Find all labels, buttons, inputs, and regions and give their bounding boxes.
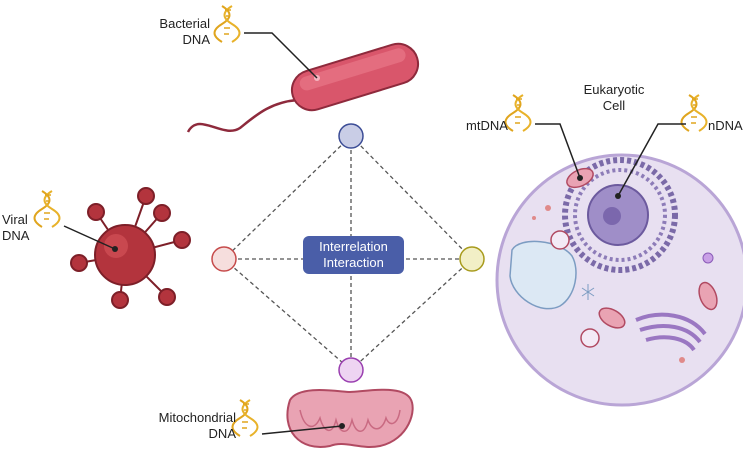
- viral-pointer: [63, 225, 116, 250]
- viral-dna-label: Viral DNA: [2, 212, 38, 244]
- label-line: DNA: [182, 32, 210, 47]
- dna-helix-icon: [504, 94, 532, 132]
- dna-helix-icon: [680, 94, 708, 132]
- node-top: [338, 123, 364, 149]
- mito-dna-label: Mitochondrial DNA: [148, 410, 236, 442]
- mtdna-pointer: [535, 123, 581, 179]
- ndna-pointer: [617, 123, 686, 197]
- dna-helix-icon: [33, 190, 61, 228]
- bacterial-pointer: [244, 32, 318, 79]
- center-line: Interrelation: [319, 239, 388, 254]
- ndna-label: nDNA: [708, 118, 743, 134]
- node-left: [211, 246, 237, 272]
- node-bottom: [338, 357, 364, 383]
- label-line: Bacterial: [159, 16, 210, 31]
- label-line: Eukaryotic: [583, 82, 645, 97]
- node-right: [459, 246, 485, 272]
- center-line: Interaction: [323, 255, 384, 270]
- bacterium-icon: [186, 42, 420, 133]
- virus-icon: [70, 187, 191, 309]
- bacterial-dna-label: Bacterial DNA: [154, 16, 210, 48]
- interaction-lines: [223, 135, 473, 371]
- label-line: DNA: [2, 228, 30, 243]
- interrelation-box: Interrelation Interaction: [303, 236, 404, 274]
- dna-helix-icon: [231, 399, 259, 437]
- label-line: Mitochondrial: [158, 410, 236, 425]
- dna-helix-icon: [213, 5, 241, 43]
- mitochondrion-icon: [286, 388, 414, 448]
- label-line: mtDNA: [466, 118, 508, 133]
- label-line: Viral: [2, 212, 28, 227]
- label-line: DNA: [208, 426, 236, 441]
- label-line: Cell: [602, 98, 626, 113]
- mtdna-label: mtDNA: [466, 118, 508, 134]
- eukaryotic-cell-icon: [495, 153, 743, 407]
- label-line: nDNA: [708, 118, 743, 133]
- mito-pointer: [261, 425, 343, 435]
- eukaryotic-cell-label: Eukaryotic Cell: [578, 82, 650, 114]
